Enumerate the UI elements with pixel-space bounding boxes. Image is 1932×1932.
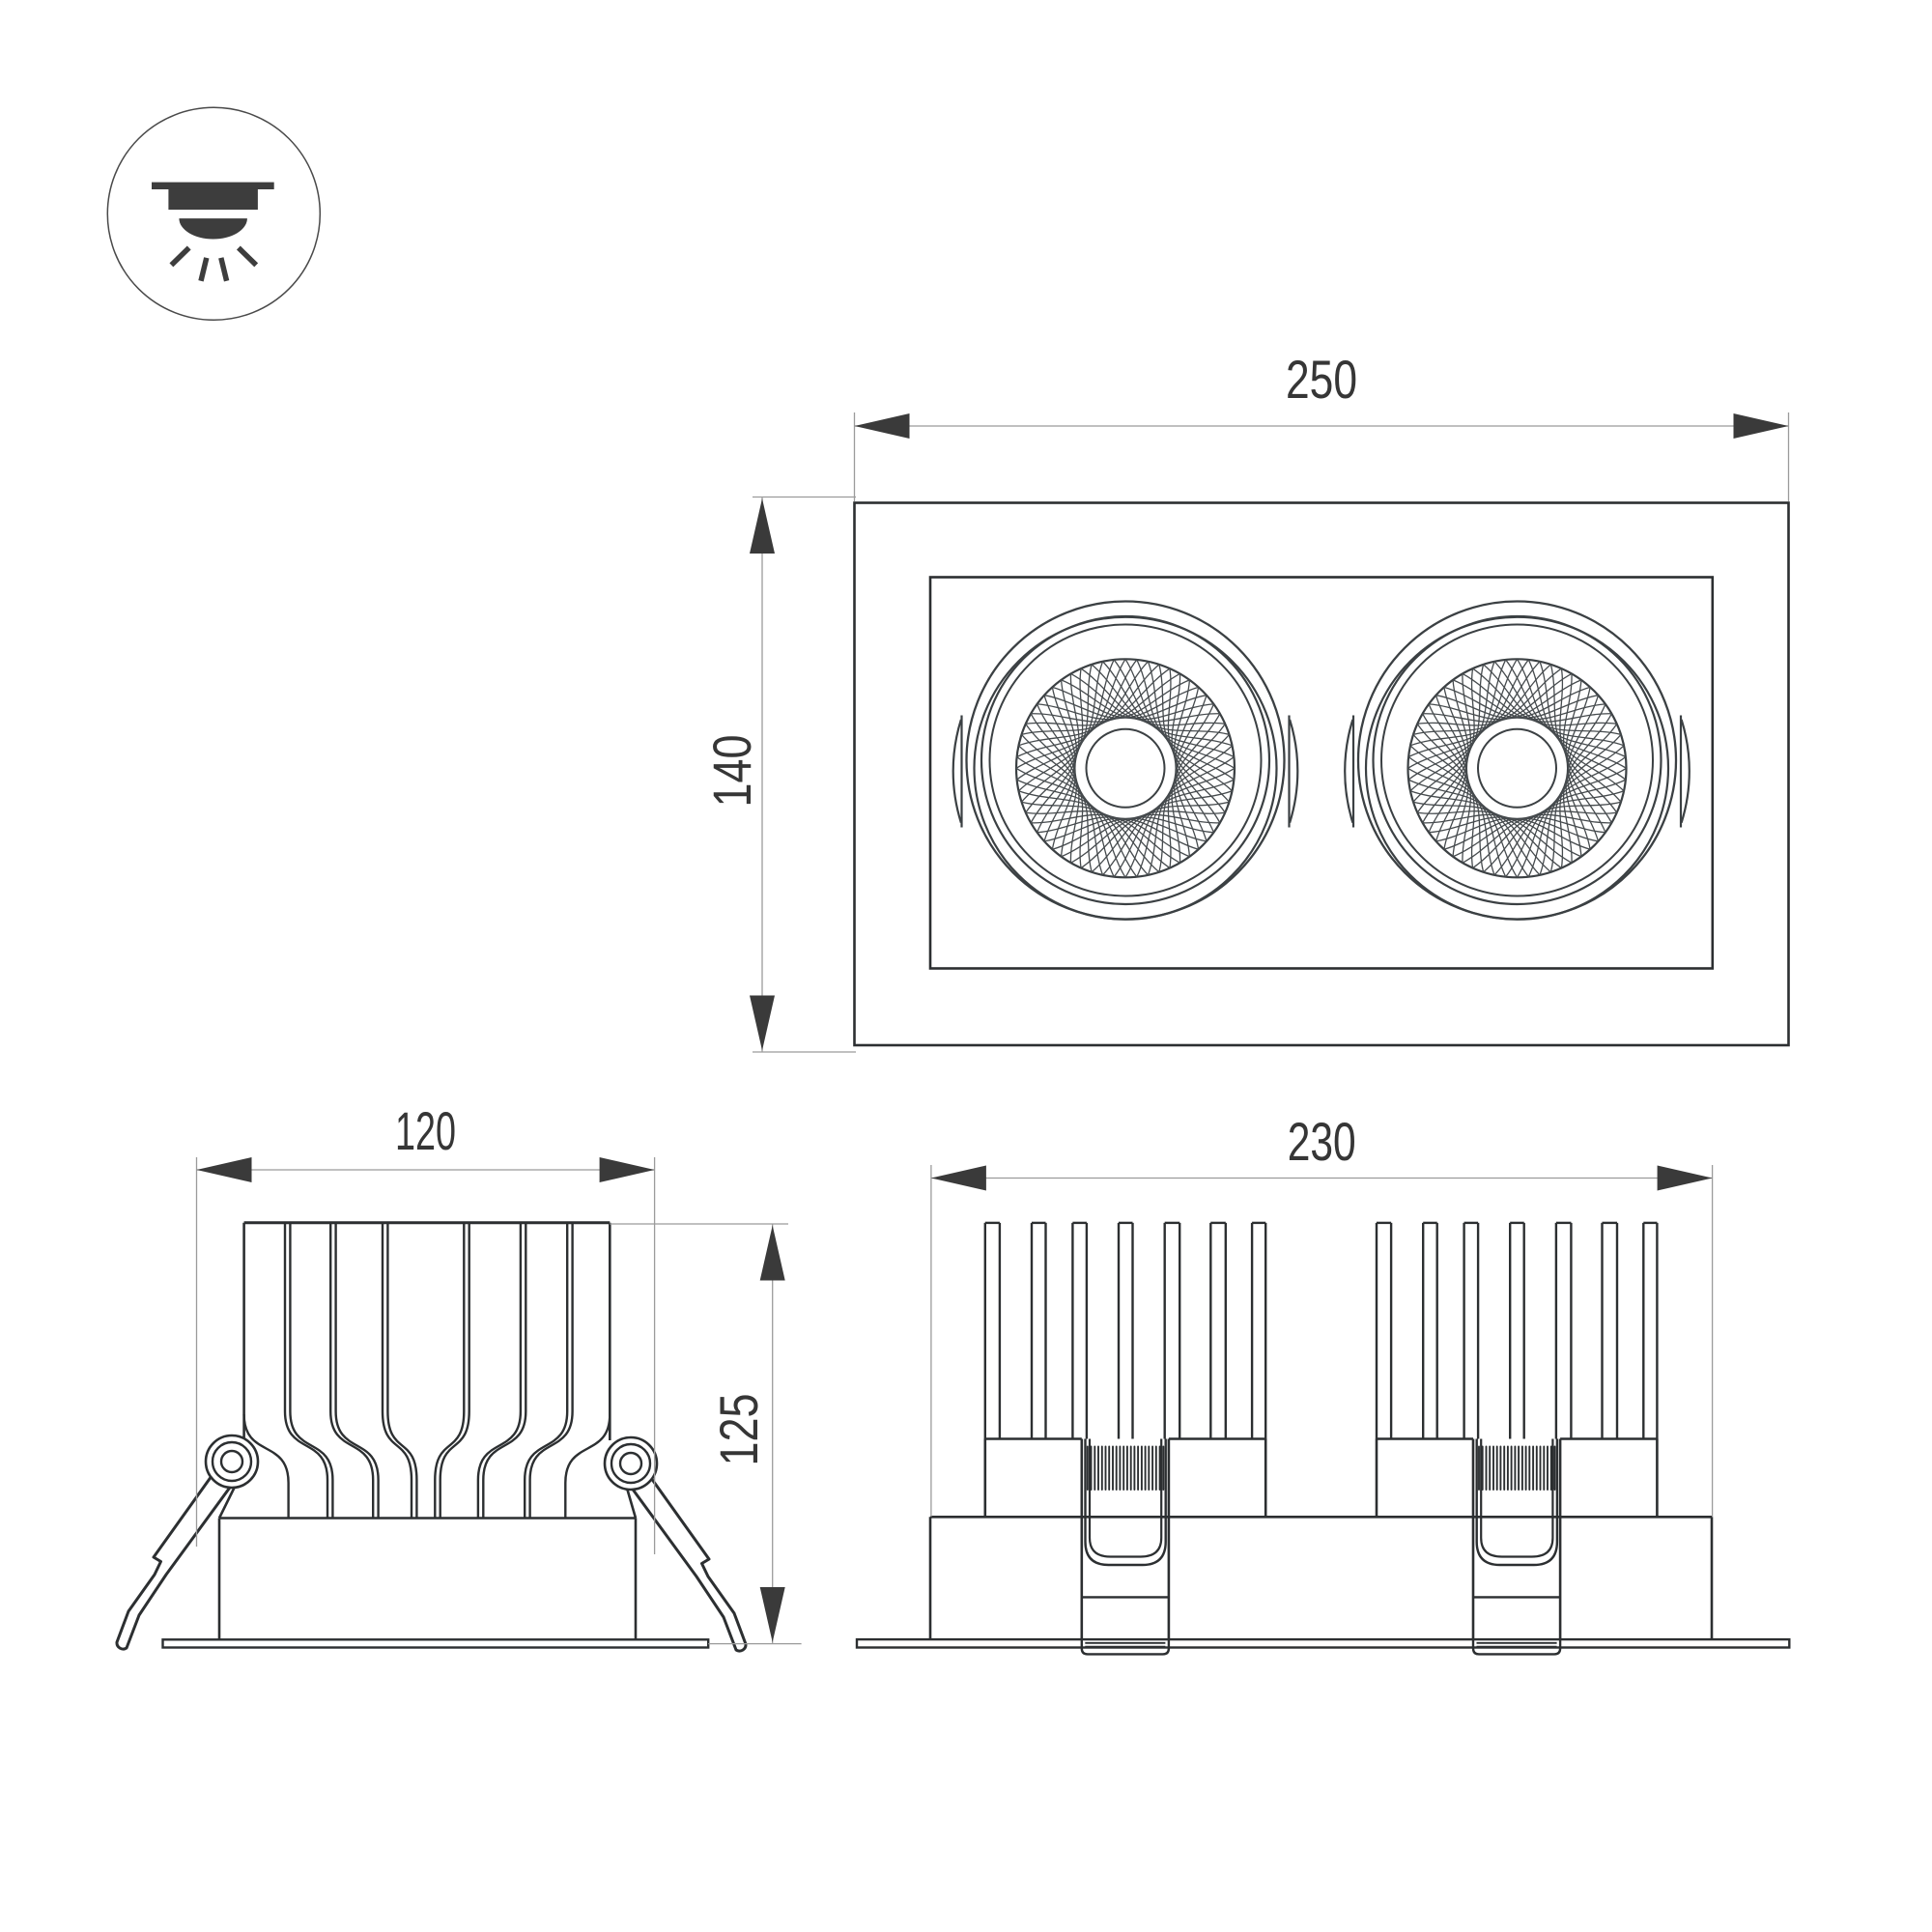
svg-text:125: 125 — [708, 1394, 769, 1466]
svg-text:140: 140 — [701, 735, 762, 808]
svg-text:230: 230 — [1288, 1111, 1356, 1172]
svg-text:120: 120 — [395, 1100, 456, 1161]
svg-text:250: 250 — [1286, 349, 1357, 410]
